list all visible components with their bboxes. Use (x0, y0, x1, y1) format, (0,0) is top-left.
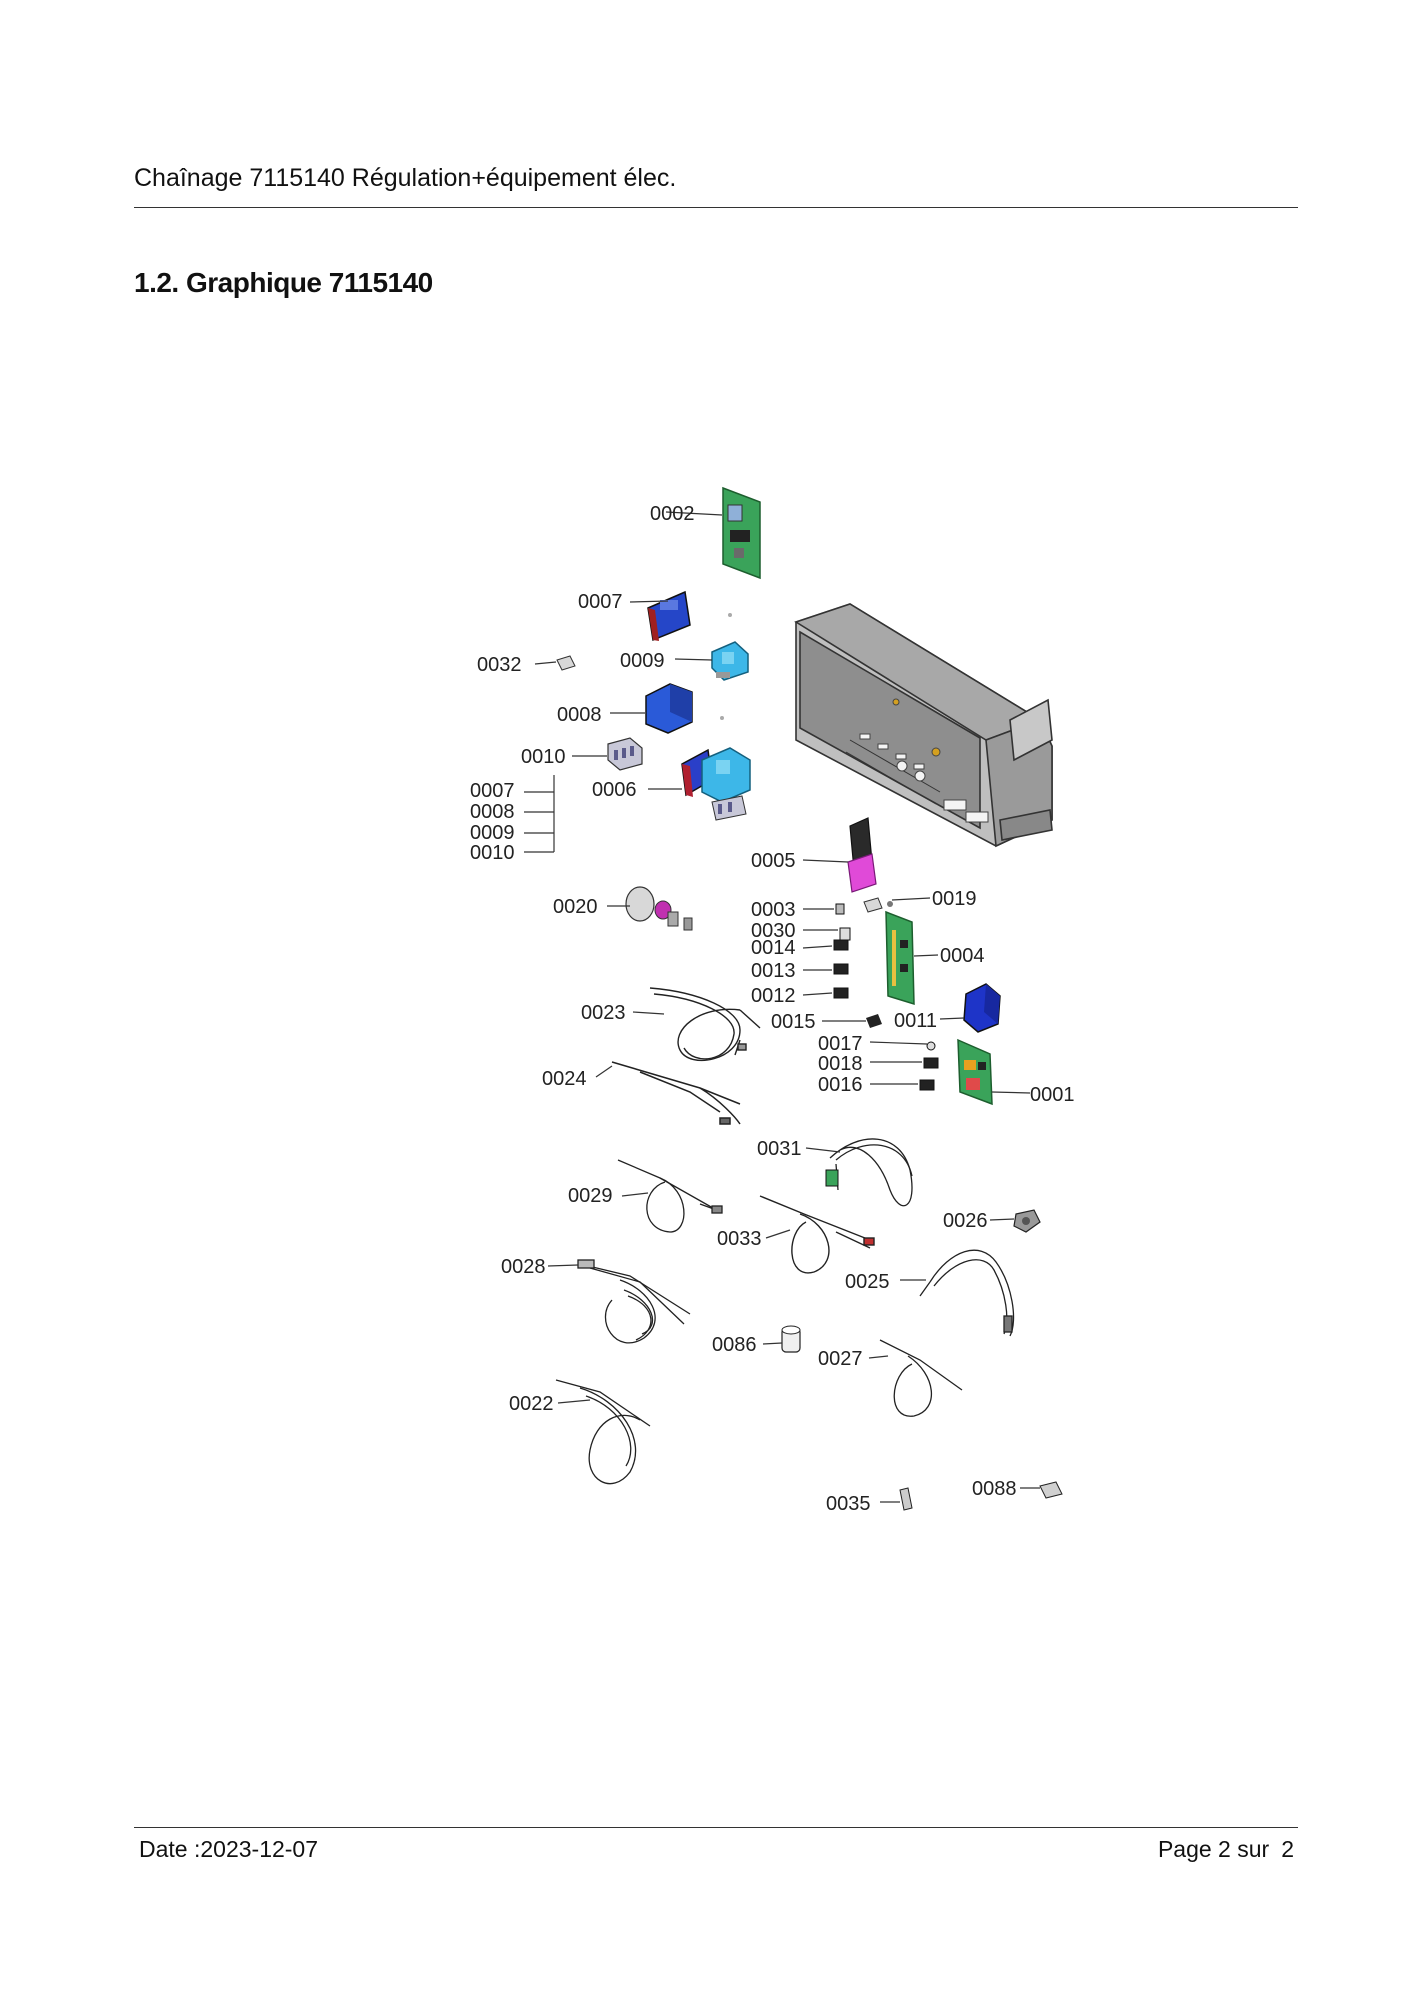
callout-0015: 0015 (771, 1011, 816, 1033)
part-0015-plug (866, 1014, 882, 1028)
part-0086-coil (781, 1325, 801, 1353)
callout-0014: 0014 (751, 937, 796, 959)
cable-0031-terminal (825, 1169, 839, 1187)
cable-0027 (879, 1339, 963, 1417)
callout-0024: 0024 (542, 1068, 587, 1090)
callout-0009: 0009 (620, 650, 665, 672)
part-0004-pcb (885, 910, 915, 1006)
parts-0016-0018 (919, 1041, 939, 1091)
callout-0017: 0017 (818, 1033, 863, 1055)
callout-group-0008: 0008 (470, 801, 515, 823)
part-0009-transformer (711, 641, 749, 681)
callout-0020: 0020 (553, 896, 598, 918)
page-total: 2 (1281, 1836, 1294, 1862)
callout-0033: 0033 (717, 1228, 762, 1250)
callout-0004: 0004 (940, 945, 985, 967)
callout-0026: 0026 (943, 1210, 988, 1232)
small-connectors (833, 903, 851, 999)
cable-0023 (649, 987, 761, 1062)
part-0011-relay (963, 983, 1001, 1033)
part-0001-control-board (957, 1038, 993, 1106)
callout-0018: 0018 (818, 1053, 863, 1075)
callout-group-0009: 0009 (470, 822, 515, 844)
part-0019-clip (863, 897, 893, 913)
callout-0088: 0088 (972, 1478, 1017, 1500)
callout-0031: 0031 (757, 1138, 802, 1160)
callout-0025: 0025 (845, 1271, 890, 1293)
callout-0008: 0008 (557, 704, 602, 726)
cable-0033 (759, 1195, 875, 1274)
footer-divider (134, 1827, 1298, 1828)
part-0006-relay-assembly (681, 747, 751, 821)
callout-0022: 0022 (509, 1393, 554, 1415)
part-0088-connector (1039, 1481, 1063, 1499)
callout-0019: 0019 (932, 888, 977, 910)
cable-0029 (617, 1159, 723, 1233)
callout-0012: 0012 (751, 985, 796, 1007)
cable-0031 (829, 1138, 913, 1207)
section-heading: 1.2. Graphique 7115140 (134, 267, 433, 298)
part-0008-relay (645, 683, 693, 734)
part-0005-module (847, 817, 877, 893)
callout-0030: 0030 (751, 920, 796, 942)
part-0020-cable-gland (625, 886, 693, 931)
cable-0028 (577, 1259, 691, 1344)
cable-0022 (555, 1379, 651, 1485)
part-0010-terminal-block (607, 737, 643, 771)
callout-0013: 0013 (751, 960, 796, 982)
part-0026-spool (1013, 1209, 1041, 1233)
callout-group-0007: 0007 (470, 780, 515, 802)
page-number: Page 2 sur 2 (1158, 1836, 1294, 1863)
callout-0086: 0086 (712, 1334, 757, 1356)
callout-0005: 0005 (751, 850, 796, 872)
callout-0027: 0027 (818, 1348, 863, 1370)
part-0007-relay (647, 590, 691, 642)
callout-0035: 0035 (826, 1493, 871, 1515)
part-0032-connector (556, 655, 576, 671)
callout-0003: 0003 (751, 899, 796, 921)
part-0035-fastener (899, 1487, 913, 1511)
part-control-housing (794, 603, 1053, 848)
callout-0007: 0007 (578, 591, 623, 613)
page-number-label: Page 2 sur (1157, 1836, 1270, 1862)
callout-group-0010: 0010 (470, 842, 515, 864)
callout-0002: 0002 (650, 503, 695, 525)
callout-0006: 0006 (592, 779, 637, 801)
housing-details (859, 698, 989, 823)
cable-0025 (919, 1249, 1015, 1337)
callout-labels: 0002 0007 0032 0009 0008 0010 0006 0007 … (470, 503, 1075, 1515)
header-divider (134, 207, 1298, 208)
group-bracket (524, 775, 555, 853)
callout-0032: 0032 (477, 654, 522, 676)
part-0002-circuit-board (722, 486, 761, 580)
callout-0001: 0001 (1030, 1084, 1075, 1106)
cable-0024 (611, 1061, 741, 1125)
callout-0011: 0011 (894, 1010, 937, 1032)
callout-0029: 0029 (568, 1185, 613, 1207)
footer-date: Date :2023-12-07 (139, 1836, 319, 1862)
document-title: Chaînage 7115140 Régulation+équipement é… (134, 164, 677, 192)
callout-0016: 0016 (818, 1074, 863, 1096)
callout-0010: 0010 (521, 746, 566, 768)
callout-0023: 0023 (581, 1002, 626, 1024)
callout-0028: 0028 (501, 1256, 546, 1278)
